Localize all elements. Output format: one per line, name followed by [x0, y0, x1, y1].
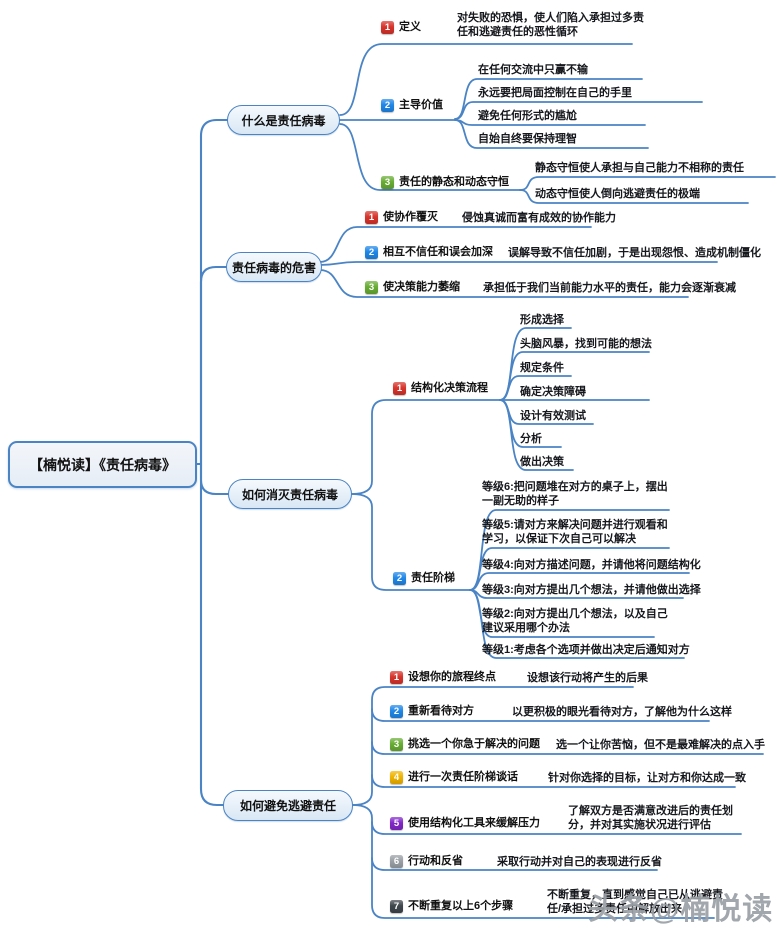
number-badge: 5 — [390, 817, 403, 830]
leaf-topic[interactable]: 等级1:考虑各个选项并做出决定后通知对方 — [482, 644, 690, 656]
subtopic-conservation[interactable]: 3 责任的静态和动态守恒 — [381, 176, 509, 189]
subtopic-label: 主导价值 — [399, 99, 443, 111]
branch-topic-harms[interactable]: 责任病毒的危害 — [226, 252, 322, 282]
subtopic-label: 挑选一个你急于解决的问题 — [408, 738, 540, 750]
leaf-topic[interactable]: 不断重复，直到感觉自己已从逃避责任/承担过多责任中解放出来 — [547, 889, 723, 915]
leaf-topic[interactable]: 做出决策 — [520, 456, 564, 468]
number-badge: 2 — [390, 705, 403, 718]
number-badge: 3 — [365, 281, 378, 294]
leaf-topic[interactable]: 永远要把局面控制在自己的手里 — [478, 87, 632, 99]
subtopic-decision-atrophy[interactable]: 3 使决策能力萎缩 — [365, 281, 460, 294]
branch-topic-avoid[interactable]: 如何避免逃避责任 — [223, 790, 353, 821]
leaf-topic[interactable]: 静态守恒使人承担与自己能力不相称的责任 — [535, 162, 744, 174]
subtopic-label: 相互不信任和误会加深 — [383, 246, 493, 258]
leaf-topic[interactable]: 等级5:请对方来解决问题并进行观看和学习，以保证下次自己可以解决 — [482, 519, 668, 545]
subtopic-label: 定义 — [399, 21, 421, 33]
subtopic-act-reflect[interactable]: 6 行动和反省 — [390, 855, 463, 868]
leaf-topic[interactable]: 避免任何形式的尴尬 — [478, 110, 577, 122]
subtopic-collapse-collaboration[interactable]: 1 使协作覆灭 — [365, 211, 438, 224]
branch-topic-what-is[interactable]: 什么是责任病毒 — [227, 105, 340, 135]
subtopic-journey-end[interactable]: 1 设想你的旅程终点 — [390, 671, 496, 684]
subtopic-label: 行动和反省 — [408, 855, 463, 867]
number-badge: 4 — [390, 771, 403, 784]
leaf-topic[interactable]: 针对你选择的目标，让对方和你达成一致 — [548, 772, 746, 784]
branch-topic-eliminate[interactable]: 如何消灭责任病毒 — [228, 479, 352, 509]
leaf-topic[interactable]: 头脑风暴，找到可能的想法 — [520, 338, 652, 350]
number-badge: 3 — [381, 176, 394, 189]
number-badge: 1 — [390, 671, 403, 684]
leaf-topic[interactable]: 采取行动并对自己的表现进行反省 — [497, 856, 662, 868]
subtopic-label: 使决策能力萎缩 — [383, 281, 460, 293]
subtopic-definition[interactable]: 1 定义 — [381, 21, 421, 34]
leaf-topic[interactable]: 对失败的恐惧，使人们陷入承担过多责任和逃避责任的恶性循环 — [457, 12, 644, 38]
subtopic-label: 使协作覆灭 — [383, 211, 438, 223]
subtopic-label: 设想你的旅程终点 — [408, 671, 496, 683]
leaf-topic[interactable]: 侵蚀真诚而富有成效的协作能力 — [462, 212, 616, 224]
subtopic-label: 进行一次责任阶梯谈话 — [408, 771, 518, 783]
leaf-topic[interactable]: 等级4:向对方描述问题，并请他将问题结构化 — [482, 559, 701, 571]
leaf-topic[interactable]: 误解导致不信任加剧，于是出现怨恨、造成机制僵化 — [508, 247, 761, 259]
leaf-topic[interactable]: 以更积极的眼光看待对方，了解他为什么这样 — [512, 706, 732, 718]
leaf-topic[interactable]: 等级3:向对方提出几个想法，并请他做出选择 — [482, 584, 701, 596]
subtopic-ladder-talk[interactable]: 4 进行一次责任阶梯谈话 — [390, 771, 518, 784]
number-badge: 3 — [390, 738, 403, 751]
number-badge: 1 — [365, 211, 378, 224]
subtopic-see-other-anew[interactable]: 2 重新看待对方 — [390, 705, 474, 718]
number-badge: 2 — [381, 99, 394, 112]
leaf-topic[interactable]: 动态守恒使人倒向逃避责任的极端 — [535, 188, 700, 200]
number-badge: 1 — [393, 382, 406, 395]
subtopic-structured-tools[interactable]: 5 使用结构化工具来缓解压力 — [390, 817, 540, 830]
subtopic-structured-decision[interactable]: 1 结构化决策流程 — [393, 382, 488, 395]
leaf-topic[interactable]: 在任何交流中只赢不输 — [478, 64, 588, 76]
subtopic-label: 不断重复以上6个步骤 — [408, 900, 514, 912]
leaf-topic[interactable]: 设想该行动将产生的后果 — [527, 672, 648, 684]
subtopic-responsibility-ladder[interactable]: 2 责任阶梯 — [393, 572, 455, 585]
leaf-topic[interactable]: 等级2:向对方提出几个想法，以及自己建议采用哪个办法 — [482, 608, 668, 634]
subtopic-dominant-values[interactable]: 2 主导价值 — [381, 99, 443, 112]
leaf-topic[interactable]: 确定决策障碍 — [520, 386, 586, 398]
subtopic-label: 责任的静态和动态守恒 — [399, 176, 509, 188]
root-topic[interactable]: 【楠悦读】《责任病毒》 — [8, 441, 197, 488]
leaf-topic[interactable]: 选一个让你苦恼，但不是最难解决的点入手 — [556, 739, 765, 751]
leaf-topic[interactable]: 分析 — [520, 433, 542, 445]
number-badge: 6 — [390, 855, 403, 868]
number-badge: 2 — [393, 572, 406, 585]
subtopic-pick-problem[interactable]: 3 挑选一个你急于解决的问题 — [390, 738, 540, 751]
number-badge: 1 — [381, 21, 394, 34]
leaf-topic[interactable]: 承担低于我们当前能力水平的责任，能力会逐渐衰减 — [483, 282, 736, 294]
number-badge: 2 — [365, 246, 378, 259]
leaf-topic[interactable]: 自始自终要保持理智 — [478, 133, 577, 145]
subtopic-label: 重新看待对方 — [408, 705, 474, 717]
subtopic-label: 结构化决策流程 — [411, 382, 488, 394]
subtopic-label: 使用结构化工具来缓解压力 — [408, 817, 540, 829]
subtopic-label: 责任阶梯 — [411, 572, 455, 584]
subtopic-mistrust[interactable]: 2 相互不信任和误会加深 — [365, 246, 493, 259]
subtopic-repeat-steps[interactable]: 7 不断重复以上6个步骤 — [390, 900, 513, 913]
leaf-topic[interactable]: 规定条件 — [520, 362, 564, 374]
leaf-topic[interactable]: 了解双方是否满意改进后的责任划分，并对其实施状况进行评估 — [568, 805, 733, 831]
leaf-topic[interactable]: 设计有效测试 — [520, 410, 586, 422]
number-badge: 7 — [390, 900, 403, 913]
leaf-topic[interactable]: 形成选择 — [520, 314, 564, 326]
watermark: 头条@楠悦读 — [588, 893, 774, 926]
leaf-topic[interactable]: 等级6:把问题堆在对方的桌子上，摆出一副无助的样子 — [482, 481, 668, 507]
